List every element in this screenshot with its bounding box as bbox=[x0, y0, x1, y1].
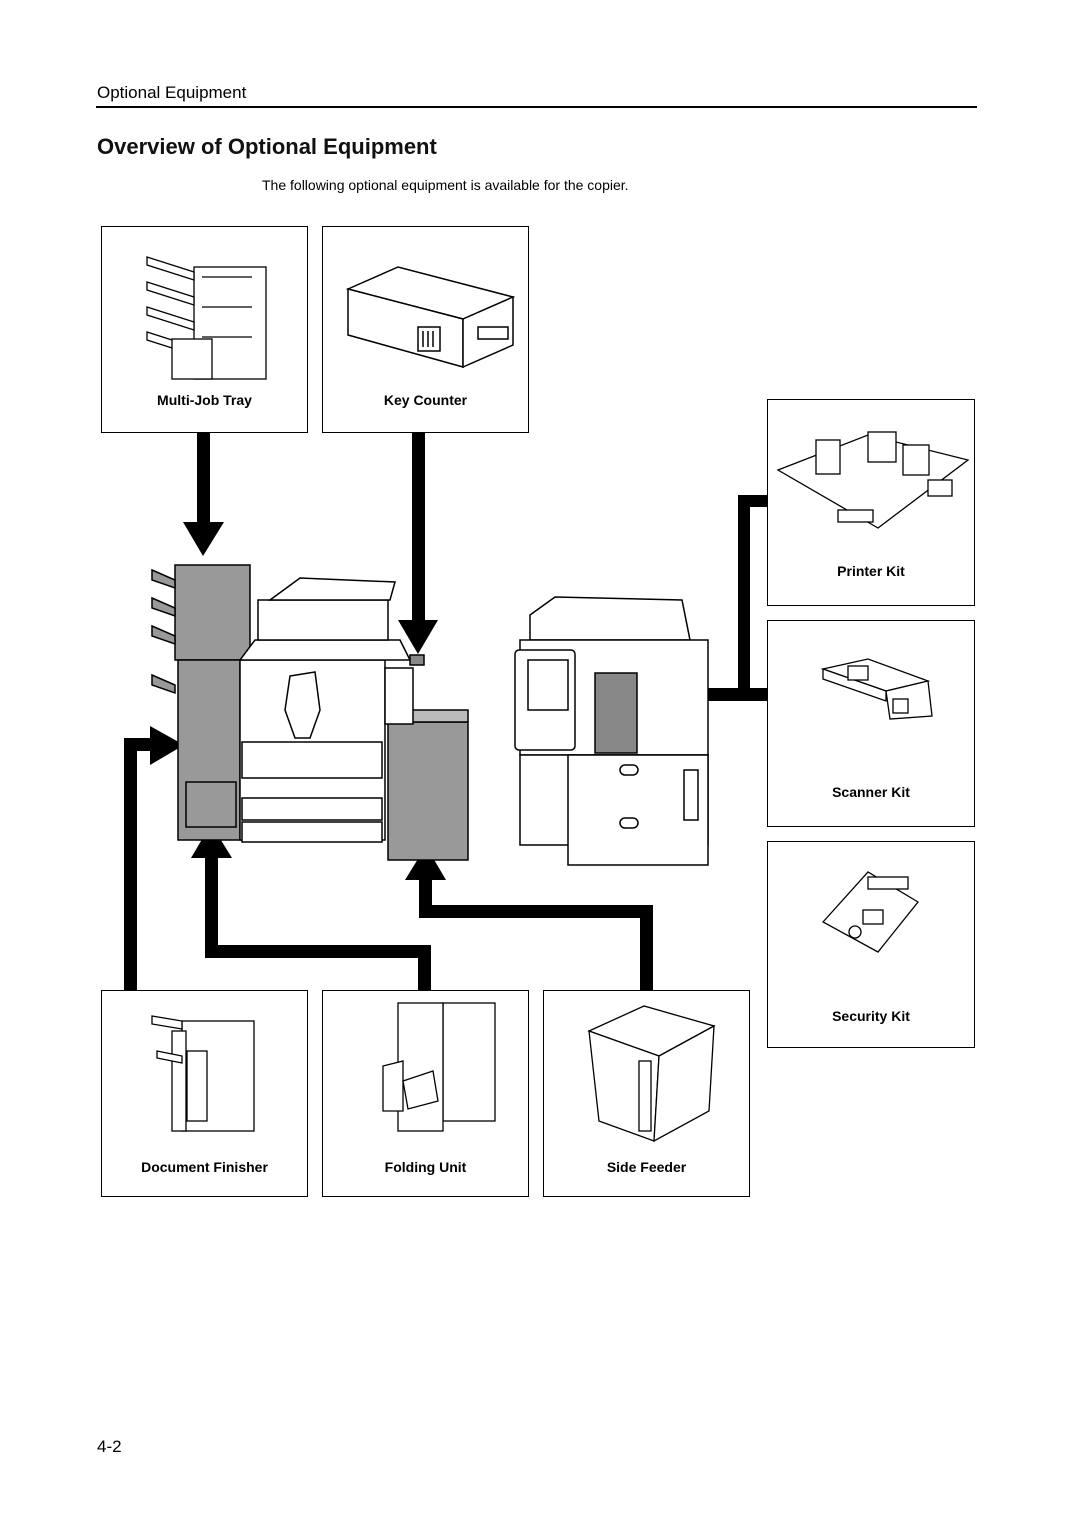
header-rule bbox=[96, 106, 977, 108]
arrow-side-feeder bbox=[405, 846, 653, 990]
printer-kit-illustration bbox=[776, 431, 970, 529]
copier-front-illustration bbox=[151, 564, 469, 861]
page-number: 4-2 bbox=[97, 1437, 122, 1456]
arrow-multi-job-tray bbox=[183, 432, 224, 556]
intro-text: The following optional equipment is avai… bbox=[262, 177, 629, 193]
item-key-counter: Key Counter bbox=[322, 226, 529, 433]
key-counter-illustration bbox=[345, 266, 516, 369]
label-key-counter: Key Counter bbox=[383, 392, 468, 408]
item-security-kit: Security Kit bbox=[767, 841, 975, 1048]
copier-rear-illustration bbox=[514, 596, 709, 866]
arrow-key-counter bbox=[398, 432, 438, 654]
label-side-feeder: Side Feeder bbox=[606, 1159, 687, 1175]
item-side-feeder: Side Feeder bbox=[543, 990, 750, 1197]
multi-job-tray-illustration bbox=[146, 256, 267, 380]
item-scanner-kit: Scanner Kit bbox=[767, 620, 975, 827]
security-kit-illustration bbox=[821, 871, 919, 953]
scanner-kit-illustration bbox=[820, 658, 933, 720]
label-scanner-kit: Scanner Kit bbox=[832, 784, 910, 800]
page-title: Overview of Optional Equipment bbox=[97, 134, 437, 159]
folding-unit-illustration bbox=[382, 1002, 496, 1132]
label-folding-unit: Folding Unit bbox=[384, 1159, 467, 1175]
section-header: Optional Equipment bbox=[97, 83, 247, 102]
label-multi-job-tray: Multi-Job Tray bbox=[157, 392, 252, 408]
label-security-kit: Security Kit bbox=[832, 1008, 910, 1024]
item-printer-kit: Printer Kit bbox=[767, 399, 975, 606]
label-printer-kit: Printer Kit bbox=[837, 563, 905, 579]
side-feeder-illustration bbox=[587, 1005, 716, 1143]
item-multi-job-tray: Multi-Job Tray bbox=[101, 226, 308, 433]
arrow-folding-unit bbox=[191, 824, 431, 990]
item-folding-unit: Folding Unit bbox=[322, 990, 529, 1197]
item-document-finisher: Document Finisher bbox=[101, 990, 308, 1197]
document-finisher-illustration bbox=[151, 1015, 255, 1132]
label-document-finisher: Document Finisher bbox=[141, 1159, 268, 1175]
arrow-document-finisher bbox=[124, 726, 184, 990]
